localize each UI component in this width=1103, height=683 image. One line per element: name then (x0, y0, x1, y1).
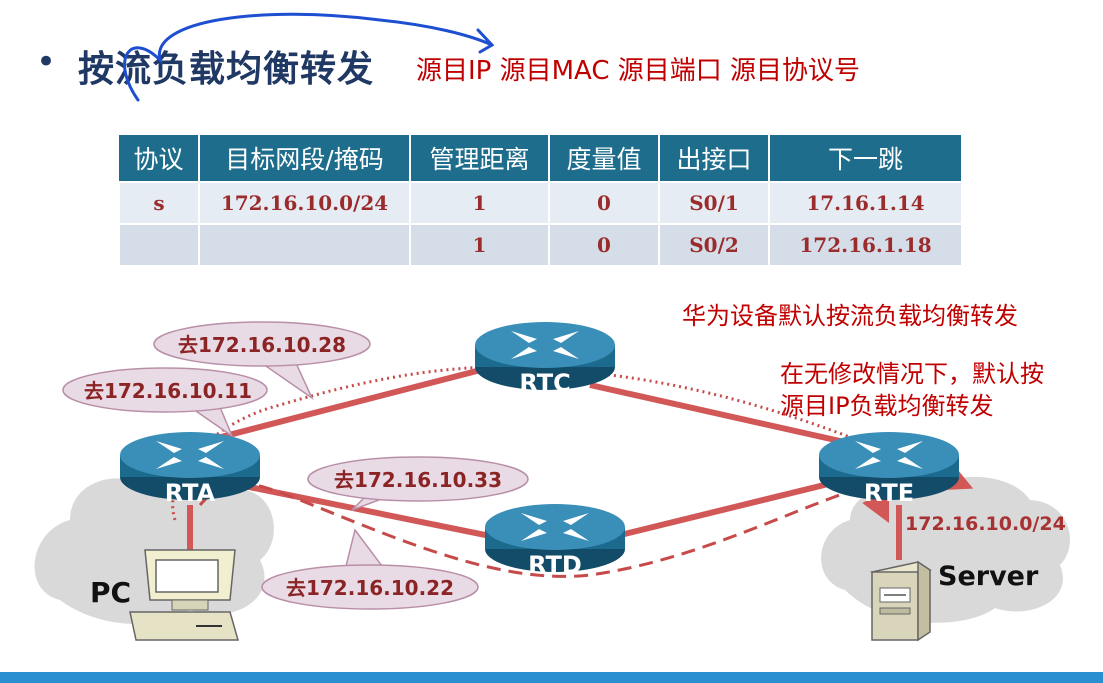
page-subtitle: 源目IP 源目MAC 源目端口 源目协议号 (416, 56, 861, 86)
cell-destination: 172.16.10.0/24 (198, 181, 411, 225)
note-huawei-default: 华为设备默认按流负载均衡转发 (682, 302, 1018, 330)
header-protocol: 协议 (119, 135, 200, 182)
callout-172-16-10-22: 去172.16.10.22 (261, 528, 479, 610)
header-interface: 出接口 (659, 135, 770, 182)
cell-metric: 0 (548, 181, 660, 225)
callout-label: 去172.16.10.22 (286, 576, 454, 600)
router-rtc: RTC (475, 322, 615, 397)
cell-interface: S0/1 (658, 181, 770, 225)
cell-protocol: s (118, 181, 200, 225)
cell-protocol (118, 223, 200, 267)
footer-bar (0, 672, 1103, 683)
callout-172-16-10-33: 去172.16.10.33 (307, 456, 529, 511)
header-admin-distance: 管理距离 (410, 135, 550, 182)
callout-172-16-10-28: 去172.16.10.28 (153, 321, 371, 401)
server-label: Server (938, 561, 1039, 592)
flow-path-dashed (198, 482, 890, 578)
cell-next-hop: 172.16.1.18 (768, 223, 963, 267)
flow-path-dotted (171, 365, 974, 521)
header-next-hop: 下一跳 (769, 135, 963, 182)
pc-icon (129, 549, 239, 641)
link-rta-rtc (189, 362, 501, 448)
handwritten-arrow (123, 12, 495, 102)
cell-interface: S0/2 (658, 223, 770, 267)
cell-admin-distance: 1 (409, 181, 550, 225)
cell-next-hop: 17.16.1.14 (768, 181, 963, 225)
header-metric: 度量值 (549, 135, 660, 182)
cell-admin-distance: 1 (409, 223, 550, 267)
bullet: • (36, 42, 57, 82)
callout-label: 去172.16.10.28 (178, 333, 346, 357)
callout-label: 去172.16.10.11 (84, 379, 252, 403)
router-rtd: RTD (485, 504, 625, 579)
router-label-rte: RTE (864, 479, 914, 507)
server-icon (870, 560, 932, 642)
routing-table: 协议 目标网段/掩码 管理距离 度量值 出接口 下一跳 s 172.16.10.… (118, 135, 963, 267)
network-label: 172.16.10.0/24 (905, 513, 1066, 535)
router-label-rtd: RTD (528, 551, 582, 579)
router-label-rta: RTA (165, 479, 216, 507)
cell-metric: 0 (548, 223, 660, 267)
table-header-row: 协议 目标网段/掩码 管理距离 度量值 出接口 下一跳 (119, 135, 963, 182)
router-rte: RTE (819, 432, 959, 507)
table-row: 1 0 S0/2 172.16.1.18 (118, 223, 963, 267)
cloud-shape (821, 476, 1070, 623)
note-default-line2: 源目IP负载均衡转发 (780, 392, 994, 420)
link-rtd-rte (599, 472, 866, 543)
header-destination: 目标网段/掩码 (199, 135, 411, 182)
callout-172-16-10-11: 去172.16.10.11 (62, 367, 268, 439)
link-rta-rtd (214, 477, 511, 543)
link-rtc-rte (589, 382, 881, 453)
pc-label: PC (90, 576, 131, 609)
note-default-line1: 在无修改情况下，默认按 (780, 360, 1044, 388)
table-row: s 172.16.10.0/24 1 0 S0/1 17.16.1.14 (118, 181, 963, 225)
router-rta: RTA (120, 432, 260, 507)
callout-label: 去172.16.10.33 (334, 468, 502, 492)
cell-destination (198, 223, 411, 267)
router-label-rtc: RTC (519, 369, 570, 397)
